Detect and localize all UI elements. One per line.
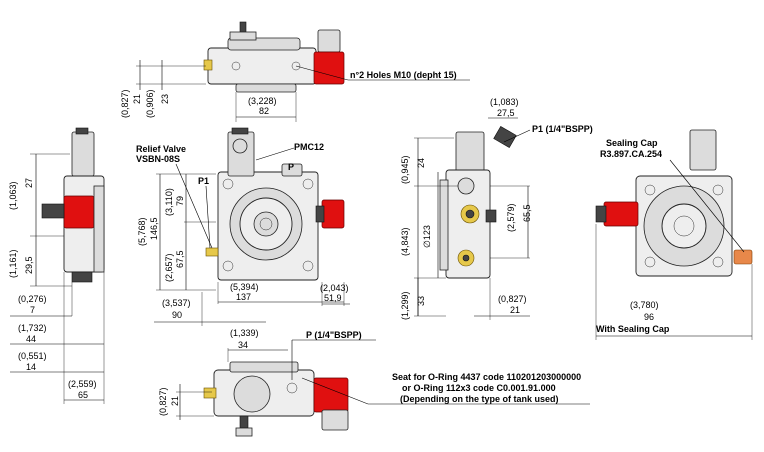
front-w-body-mm: 137 (236, 292, 251, 302)
front-h-lower-in: (2,657) (164, 253, 174, 282)
side-h-a-in: (0,945) (400, 155, 410, 184)
relief-valve-label: Relief Valve (136, 144, 186, 154)
solenoid-coil-top (313, 51, 345, 85)
front-p-label: P (288, 162, 294, 172)
front-h-total-mm: 146,5 (149, 217, 159, 240)
sealing-cap-label: Sealing Cap (606, 138, 658, 148)
front-w-body-in: (5,394) (230, 282, 259, 292)
front-w-right-in: (2,043) (320, 283, 349, 293)
front-h-upper-in: (3,110) (164, 188, 174, 216)
front-w-left-mm: 90 (172, 310, 182, 320)
top-width-mm: 82 (259, 106, 269, 116)
right-w-mm: 96 (644, 312, 654, 322)
top-h1-in: (0,827) (120, 89, 130, 118)
front-h-lower-mm: 67,5 (175, 250, 185, 268)
top-width-in: (3,228) (248, 96, 277, 106)
left-view: (1,063) 27 (1,161) 29,5 (0,276) 7 (1,732… (8, 127, 105, 404)
left-h-mid-mm: 29,5 (24, 256, 34, 274)
sealing-cap (733, 249, 753, 265)
top-view: n°2 Holes M10 (depht 15) (3,228) 82 (0,8… (120, 21, 470, 122)
side-w-mm: 21 (510, 305, 520, 315)
left-d1-mm: 7 (30, 305, 35, 315)
left-d3-mm: 14 (26, 362, 36, 372)
top-h1-mm: 21 (132, 94, 142, 104)
bottom-h-mm: 21 (170, 396, 180, 406)
left-h-top-in: (1,063) (8, 181, 18, 210)
left-d3-in: (0,551) (18, 351, 47, 361)
solenoid-coil-front (321, 199, 345, 229)
solenoid-coil-left (63, 195, 95, 229)
right-w-note: With Sealing Cap (596, 324, 670, 334)
side-h-c-mm: 33 (416, 296, 426, 306)
seat-note-line2: or O-Ring 112x3 code C0.001.91.000 (402, 383, 556, 393)
right-w-in: (3,780) (630, 300, 659, 310)
seat-note-line1: Seat for O-Ring 4437 code 11020120300000… (392, 372, 581, 382)
left-d4-in: (2,559) (68, 379, 97, 389)
front-h-total-in: (5,768) (137, 217, 147, 246)
front-w-left-in: (3,537) (162, 298, 191, 308)
top-h2-mm: 23 (160, 94, 170, 104)
seat-note-line3: (Depending on the type of tank used) (400, 394, 559, 404)
side-w-in: (0,827) (498, 294, 527, 304)
front-h-upper-mm: 79 (175, 196, 185, 206)
side-top-in: (1,083) (490, 97, 519, 107)
bottom-view: P (1/4"BSPP) (1,339) 34 (0,827) 21 Seat … (158, 328, 590, 437)
left-d4-mm: 65 (78, 390, 88, 400)
side-h-b-in: (2,579) (506, 203, 516, 232)
front-view: Relief Valve VSBN-08S PMC12 P P1 (5,768)… (136, 127, 350, 326)
front-p1-label: P1 (198, 176, 209, 186)
side-h-a-mm: 24 (416, 158, 426, 168)
side-top-mm: 27,5 (497, 108, 515, 118)
side-dia-mm: ∅123 (422, 225, 432, 248)
left-h-top-mm: 27 (24, 178, 34, 188)
solenoid-coil-right (603, 201, 639, 227)
left-d2-in: (1,732) (18, 323, 47, 333)
top-h2-in: (0,906) (145, 89, 155, 118)
side-h-c-in: (1,299) (400, 291, 410, 320)
side-h-b-mm: 65,5 (522, 204, 532, 222)
holes-note: n°2 Holes M10 (depht 15) (350, 70, 457, 80)
bottom-p-label: P (1/4"BSPP) (306, 330, 362, 340)
right-view: Sealing Cap R3.897.CA.254 (3,780) 96 Wit… (595, 129, 753, 340)
front-w-right-mm: 51,9 (324, 293, 342, 303)
sealing-cap-code: R3.897.CA.254 (600, 149, 662, 159)
left-d1-in: (0,276) (18, 294, 47, 304)
bottom-w-mm: 34 (238, 340, 248, 350)
bottom-h-in: (0,827) (158, 387, 168, 416)
side-dia-in: (4,843) (400, 227, 410, 256)
side-view: P1 (1/4"BSPP) (1,083) 27,5 (0,945) 24 (4… (400, 97, 593, 320)
solenoid-coil-bottom (313, 377, 349, 413)
pmc-label: PMC12 (294, 142, 324, 152)
side-p1-label: P1 (1/4"BSPP) (532, 124, 593, 134)
relief-valve-code: VSBN-08S (136, 154, 180, 164)
left-h-mid-in: (1,161) (8, 249, 18, 278)
left-d2-mm: 44 (26, 334, 36, 344)
bottom-w-in: (1,339) (230, 328, 259, 338)
